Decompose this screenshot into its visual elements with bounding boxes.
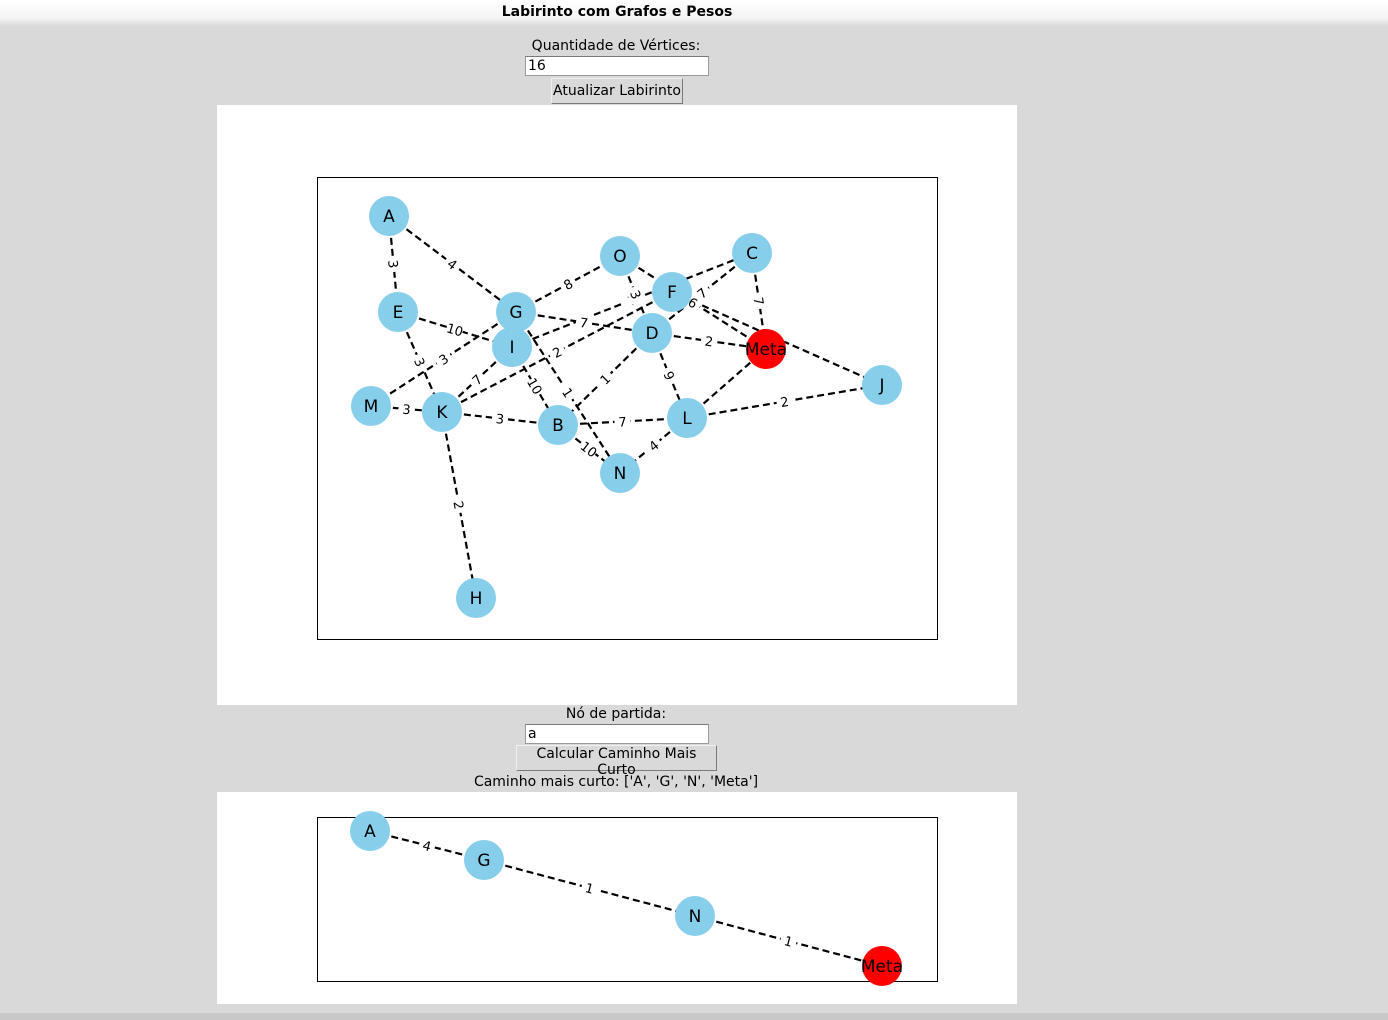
main-node-meta bbox=[746, 329, 786, 369]
main-node-j bbox=[862, 365, 902, 405]
main-node-n bbox=[600, 453, 640, 493]
main-node-label-c: C bbox=[746, 244, 758, 264]
vertex-count-input[interactable] bbox=[525, 56, 709, 76]
path-node-g bbox=[464, 840, 504, 880]
main-node-i bbox=[492, 327, 532, 367]
main-edge-g-n bbox=[515, 311, 621, 474]
main-edge-weight-label: 10 bbox=[444, 321, 464, 340]
main-node-m bbox=[351, 386, 391, 426]
path-edge-weight-label: 1 bbox=[782, 934, 794, 951]
main-node-e bbox=[378, 292, 418, 332]
main-node-b bbox=[538, 405, 578, 445]
path-node-meta bbox=[862, 946, 902, 986]
main-edge-weight-label: 7 bbox=[618, 415, 627, 430]
title-bar: Labirinto com Grafos e Pesos bbox=[0, 0, 1388, 26]
start-node-input[interactable] bbox=[525, 724, 709, 744]
main-edge-g-m bbox=[370, 311, 517, 407]
main-node-f bbox=[652, 272, 692, 312]
bottom-border bbox=[0, 1013, 1388, 1020]
main-edge-weight-label: 7 bbox=[579, 316, 589, 332]
main-node-label-l: L bbox=[682, 409, 692, 429]
path-edge-g-n bbox=[483, 858, 696, 918]
main-edge-o-meta bbox=[619, 255, 767, 350]
main-node-label-n: N bbox=[614, 464, 627, 484]
main-node-label-i: I bbox=[509, 338, 514, 358]
main-edge-weight-label: 7 bbox=[749, 296, 765, 306]
main-edge-weight-label: 3 bbox=[495, 412, 505, 428]
path-plot: 4 1 1 A G N Meta bbox=[350, 811, 903, 986]
graph-axes: 348731103771036127721933271042AEGOCFDIMe… bbox=[317, 177, 938, 640]
window-title: Labirinto com Grafos e Pesos bbox=[501, 4, 733, 20]
graph-plot: 348731103771036127721933271042AEGOCFDIMe… bbox=[351, 196, 902, 618]
main-edge-weight-label: 2 bbox=[779, 395, 790, 411]
main-node-l bbox=[667, 398, 707, 438]
path-node-n bbox=[675, 896, 715, 936]
main-node-d bbox=[632, 313, 672, 353]
main-node-label-j: J bbox=[878, 376, 884, 396]
graph-canvas: 348731103771036127721933271042AEGOCFDIMe… bbox=[217, 105, 1017, 705]
main-edge-weight-label: 2 bbox=[704, 334, 714, 350]
path-edge-weight-label: 4 bbox=[421, 839, 433, 856]
main-node-h bbox=[456, 578, 496, 618]
vertex-count-label: Quantidade de Vértices: bbox=[531, 38, 701, 54]
main-edge-weight-label: 3 bbox=[402, 403, 412, 419]
path-axes: 4 1 1 A G N Meta bbox=[317, 811, 938, 986]
main-node-label-f: F bbox=[667, 283, 677, 303]
main-node-k bbox=[422, 392, 462, 432]
main-edge-weight-label: 2 bbox=[449, 500, 465, 511]
path-node-label-meta: Meta bbox=[861, 957, 903, 977]
path-node-label-n: N bbox=[689, 907, 702, 927]
path-node-a bbox=[350, 811, 390, 851]
main-node-label-o: O bbox=[613, 247, 626, 267]
main-edge-weight-label: 10 bbox=[523, 376, 544, 398]
main-node-label-e: E bbox=[393, 303, 404, 323]
calculate-path-button[interactable]: Calcular Caminho Mais Curto bbox=[516, 745, 717, 778]
main-edge-weight-label: 1 bbox=[598, 372, 614, 389]
start-node-label: Nó de partida: bbox=[565, 706, 667, 722]
main-edge-weight-label: 3 bbox=[384, 259, 400, 269]
path-node-label-a: A bbox=[364, 822, 376, 842]
main-node-label-meta: Meta bbox=[745, 340, 787, 360]
main-node-g bbox=[496, 292, 536, 332]
path-node-label-g: G bbox=[477, 851, 490, 871]
update-maze-button[interactable]: Atualizar Labirinto bbox=[551, 78, 683, 104]
main-edge-i-c bbox=[511, 251, 753, 349]
main-node-label-m: M bbox=[364, 397, 379, 417]
main-node-label-d: D bbox=[645, 324, 658, 344]
main-node-label-g: G bbox=[509, 303, 522, 323]
shortest-path-result: Caminho mais curto: ['A', 'G', 'N', 'Met… bbox=[473, 774, 759, 790]
main-node-a bbox=[369, 196, 409, 236]
main-node-label-b: B bbox=[552, 416, 564, 436]
main-node-c bbox=[732, 233, 772, 273]
main-node-label-k: K bbox=[436, 403, 448, 423]
path-edge-weight-label: 1 bbox=[583, 881, 595, 898]
main-node-label-a: A bbox=[383, 207, 395, 227]
main-node-o bbox=[600, 236, 640, 276]
main-node-label-h: H bbox=[470, 589, 483, 609]
path-canvas: 4 1 1 A G N Meta bbox=[217, 792, 1017, 1004]
